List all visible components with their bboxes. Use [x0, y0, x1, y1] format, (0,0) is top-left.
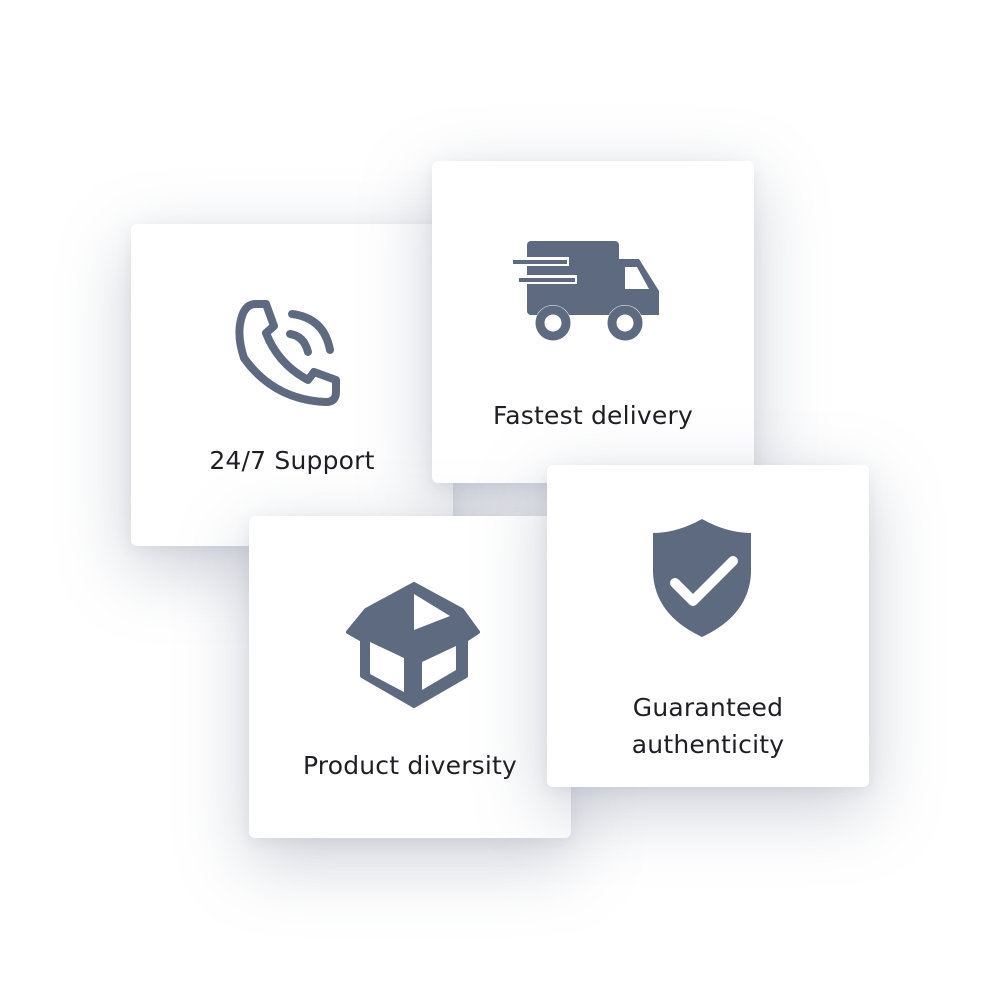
feature-card-authenticity: Guaranteed authenticity	[547, 465, 869, 787]
feature-label-diversity: Product diversity	[302, 751, 518, 780]
feature-label-authenticity: Guaranteed authenticity	[631, 693, 785, 759]
shield-check-icon	[651, 517, 753, 639]
feature-label-delivery: Fastest delivery	[493, 401, 693, 430]
feature-card-diversity: Product diversity	[249, 516, 571, 838]
feature-label-support: 24/7 Support	[209, 446, 375, 475]
feature-card-delivery: Fastest delivery	[432, 161, 754, 483]
phone-icon	[234, 300, 344, 410]
delivery-truck-icon	[511, 237, 661, 347]
open-box-icon	[346, 582, 482, 708]
feature-card-support: 24/7 Support	[131, 224, 453, 546]
